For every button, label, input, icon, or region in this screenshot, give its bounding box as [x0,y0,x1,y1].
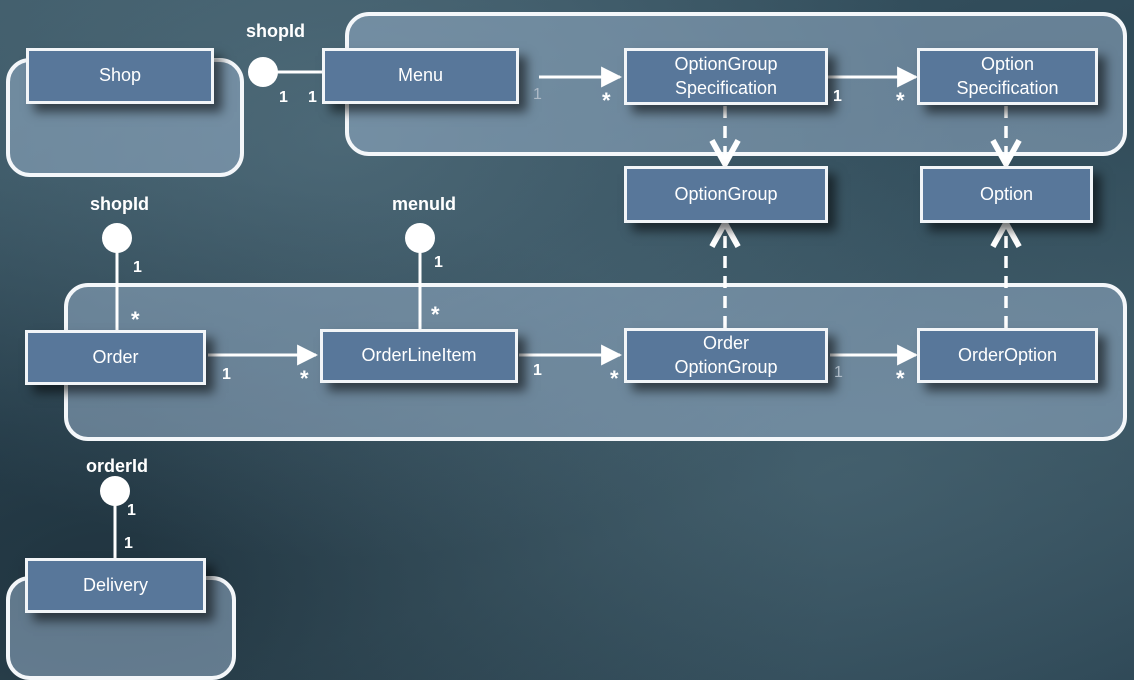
mult-oog-oo-1: 1 [834,364,843,381]
node-ogs-line1: OptionGroup [674,54,778,75]
node-oog-line2: OptionGroup [674,356,778,377]
mult-line-oog-many: * [610,366,619,391]
mult-order-line-many: * [300,366,309,391]
node-option-label: Option [979,183,1034,204]
node-shop: Shop [26,48,214,104]
menu-shopid-label: shopId [246,21,305,41]
node-shop-label: Shop [98,65,142,86]
node-option-group: OptionGroup [624,166,828,223]
node-order-line-item-label: OrderLineItem [361,345,477,366]
node-os-line2: Specification [956,77,1059,98]
node-oog-line1: Order [702,333,749,354]
node-order-option-label: OrderOption [957,344,1058,365]
node-menu: Menu [322,48,519,104]
mult-menu-1: 1 [308,89,317,106]
lineitem-menuid-ball [405,223,435,253]
mult-order-line-1: 1 [222,366,231,383]
node-order: Order [25,330,206,385]
mult-order-shop-1: 1 [133,259,142,276]
node-order-line-item: OrderLineItem [320,329,518,383]
shopid-ball-top [248,57,278,87]
node-option-specification: Option Specification [917,48,1098,105]
order-shopid-label: shopId [90,194,149,214]
node-option-group-label: OptionGroup [674,183,778,204]
node-os-line1: Option [980,54,1035,75]
mult-order-shop-many: * [131,307,140,332]
node-order-label: Order [92,346,139,367]
node-ogs-line2: Specification [674,77,778,98]
lineitem-menuid-label: menuId [392,194,457,214]
mult-ogs-os-many: * [896,88,905,113]
delivery-orderid-label: orderId [86,456,149,476]
node-delivery: Delivery [25,558,206,613]
mult-menu-ogs-many: * [602,88,611,113]
mult-line-oog-1: 1 [533,362,542,379]
mult-delivery-order-1a: 1 [127,502,136,519]
mult-shop-1: 1 [279,89,288,106]
node-option-group-specification: OptionGroup Specification [624,48,828,105]
mult-ogs-os-1: 1 [833,88,842,105]
mult-delivery-order-1b: 1 [124,535,133,552]
node-order-option: OrderOption [917,328,1098,383]
order-shopid-ball [102,223,132,253]
node-delivery-label: Delivery [82,574,148,595]
node-order-option-group: Order OptionGroup [624,328,828,383]
node-menu-label: Menu [397,65,444,86]
mult-oog-oo-many: * [896,366,905,391]
mult-menu-ogs-1: 1 [533,86,542,103]
delivery-orderid-ball [100,476,130,506]
mult-lineitem-menu-1: 1 [434,254,443,271]
mult-lineitem-menu-many: * [431,302,440,327]
node-option: Option [920,166,1093,223]
